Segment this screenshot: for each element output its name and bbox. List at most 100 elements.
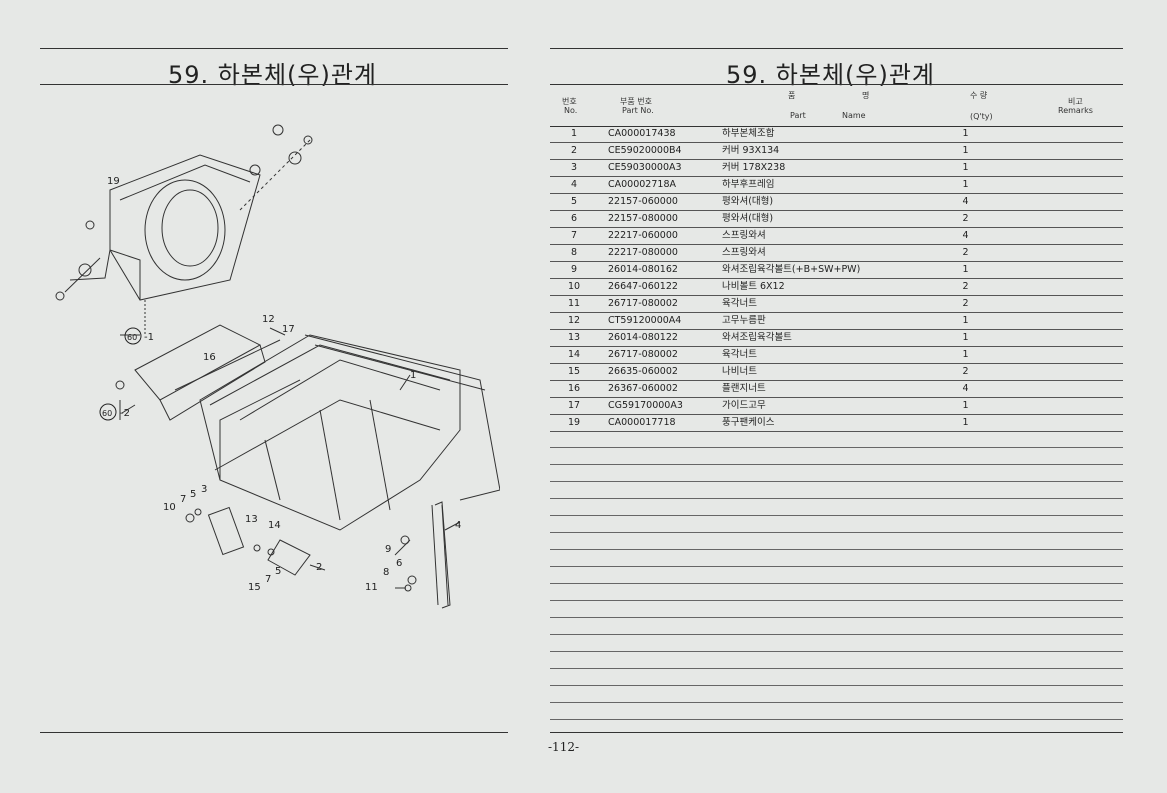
remarks: [1003, 159, 1123, 177]
quantity: 1: [928, 397, 1003, 415]
part-name: 육각너트: [716, 295, 928, 313]
top-rule: [40, 48, 508, 49]
callout-12: 12: [262, 314, 275, 325]
blank-line: [550, 702, 1123, 703]
row-number: 2: [550, 142, 598, 160]
svg-text:-2: -2: [120, 408, 130, 419]
quantity: 4: [928, 193, 1003, 211]
part-number: 26367-060002: [598, 380, 716, 398]
quantity: 1: [928, 176, 1003, 194]
quantity: 2: [928, 363, 1003, 381]
part-number: 26014-080162: [598, 261, 716, 279]
part-name: 하부본체조합: [716, 126, 928, 143]
left-page: 59. 하본체(우)관계: [0, 0, 548, 793]
blank-line: [550, 617, 1123, 618]
part-number: CG59170000A3: [598, 397, 716, 415]
row-number: 1: [550, 126, 598, 143]
remarks: [1003, 126, 1123, 143]
part-name: 육각너트: [716, 346, 928, 364]
blank-line: [550, 481, 1123, 482]
callout-16: 16: [203, 352, 216, 363]
blank-line: [550, 532, 1123, 533]
header-name-en-1: Part: [790, 111, 806, 120]
row-number: 10: [550, 278, 598, 296]
part-name: 가이드고무: [716, 397, 928, 415]
part-name: 평와셔(대형): [716, 210, 928, 228]
remarks: [1003, 261, 1123, 279]
part-name: 나비너트: [716, 363, 928, 381]
exploded-parts-diagram: 19 60 -1 60 -2 12 17 16 1 7 5 3 10 13 14…: [55, 124, 500, 609]
remarks: [1003, 363, 1123, 381]
part-name: 플랜지너트: [716, 380, 928, 398]
part-number: 22217-060000: [598, 227, 716, 245]
part-number: CE59020000B4: [598, 142, 716, 160]
remarks: [1003, 397, 1123, 415]
part-name: 평와셔(대형): [716, 193, 928, 211]
callout-11: 11: [365, 582, 378, 593]
row-number: 8: [550, 244, 598, 262]
blank-line: [550, 685, 1123, 686]
remarks: [1003, 312, 1123, 330]
row-number: 9: [550, 261, 598, 279]
callout-8: 8: [383, 567, 389, 578]
callout-17: 17: [282, 324, 295, 335]
header-part-en: Part No.: [622, 106, 654, 115]
quantity: 2: [928, 244, 1003, 262]
part-number: CA000017718: [598, 414, 716, 432]
part-name: 풍구팬케이스: [716, 414, 928, 432]
part-name: 커버 93X134: [716, 142, 928, 160]
remarks: [1003, 295, 1123, 313]
row-number: 4: [550, 176, 598, 194]
quantity: 1: [928, 329, 1003, 347]
right-page: 59. 하본체(우)관계 번호 No. 부품 번호 Part No. 품 명 P…: [548, 0, 1167, 793]
part-name: 고무누름판: [716, 312, 928, 330]
remarks: [1003, 193, 1123, 211]
part-name: 와셔조립육각볼트: [716, 329, 928, 347]
row-number: 6: [550, 210, 598, 228]
row-number: 7: [550, 227, 598, 245]
remarks: [1003, 227, 1123, 245]
part-number: 26635-060002: [598, 363, 716, 381]
part-number: CA000017438: [598, 126, 716, 143]
callout-13: 13: [245, 514, 258, 525]
part-name: 스프링와셔: [716, 244, 928, 262]
part-number: 26717-080002: [598, 346, 716, 364]
quantity: 4: [928, 380, 1003, 398]
blank-line: [550, 600, 1123, 601]
callout-6: 6: [396, 558, 402, 569]
row-number: 17: [550, 397, 598, 415]
callout-3: 3: [201, 484, 207, 495]
callout-5: 5: [190, 489, 196, 500]
blank-line: [550, 464, 1123, 465]
callout-7: 7: [180, 494, 186, 505]
quantity: 1: [928, 414, 1003, 432]
quantity: 1: [928, 159, 1003, 177]
callout-5b: 5: [275, 566, 281, 577]
part-number: CT59120000A4: [598, 312, 716, 330]
callout-2: 2: [316, 562, 322, 573]
callout-7b: 7: [265, 574, 271, 585]
remarks: [1003, 329, 1123, 347]
svg-text:-1: -1: [144, 332, 154, 343]
row-number: 3: [550, 159, 598, 177]
remarks: [1003, 346, 1123, 364]
row-number: 12: [550, 312, 598, 330]
quantity: 1: [928, 126, 1003, 143]
blank-line: [550, 719, 1123, 720]
quantity: 1: [928, 312, 1003, 330]
